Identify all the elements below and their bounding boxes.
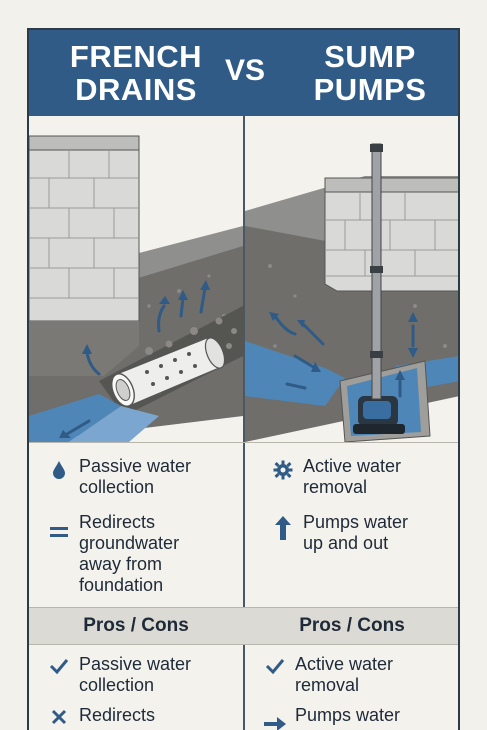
- feature-text: Active water: [303, 456, 402, 476]
- pros-cons-heading-right: Pros / Cons: [299, 615, 405, 636]
- feature-text: collection: [79, 477, 155, 497]
- french-drain-illustration: [29, 116, 243, 442]
- feature-text: Passive water: [79, 456, 192, 476]
- arrow-up-icon: [271, 512, 295, 540]
- feature-text: foundation: [79, 575, 164, 595]
- pros-cons-heading-left: Pros / Cons: [83, 615, 189, 636]
- feature-redirects-groundwater: Redirects groundwater away from foundati…: [47, 512, 179, 596]
- title-line: PUMPS: [313, 72, 427, 107]
- con-text: Redirects: [79, 705, 156, 725]
- feature-active-removal: Active water removal: [271, 456, 401, 498]
- con-text: Pumps water: [295, 705, 401, 725]
- feature-text: groundwater: [79, 533, 180, 553]
- feature-text: away from: [79, 554, 163, 574]
- section-divider: [29, 442, 458, 443]
- x-icon: [47, 705, 71, 725]
- feature-passive-collection: Passive water collection: [47, 456, 191, 498]
- pro-text: collection: [79, 675, 155, 695]
- checkmark-icon: [263, 654, 287, 674]
- feature-text: removal: [303, 477, 368, 497]
- feature-text: up and out: [303, 533, 389, 553]
- title-line: SUMP: [324, 39, 416, 74]
- arrow-right-icon: [263, 705, 287, 730]
- center-divider: [243, 116, 245, 730]
- water-drop-icon: [47, 456, 71, 480]
- french-drains-title: FRENCH DRAINS: [51, 40, 221, 106]
- checkmark-icon: [47, 654, 71, 674]
- gear-icon: [271, 456, 295, 480]
- equals-icon: [47, 512, 71, 538]
- sump-pumps-title: SUMP PUMPS: [285, 40, 455, 106]
- sump-pump-illustration: [245, 116, 458, 442]
- vs-label: VS: [224, 54, 266, 87]
- con-redirects: Redirects: [47, 705, 155, 726]
- pro-text: Passive water: [79, 654, 192, 674]
- comparison-poster: FRENCH DRAINS VS SUMP PUMPS: [27, 28, 460, 730]
- pro-text: Active water: [295, 654, 394, 674]
- feature-pumps-water: Pumps water up and out: [271, 512, 408, 554]
- feature-text: Redirects: [79, 512, 156, 532]
- title-line: FRENCH: [69, 39, 203, 74]
- pro-active-removal: Active water removal: [263, 654, 393, 696]
- pros-cons-band: [29, 607, 458, 645]
- header-banner: FRENCH DRAINS VS SUMP PUMPS: [29, 30, 458, 116]
- title-line: DRAINS: [75, 72, 197, 107]
- feature-text: Pumps water: [303, 512, 409, 532]
- con-pumps-water: Pumps water: [263, 705, 400, 730]
- pro-text: removal: [295, 675, 360, 695]
- pro-passive-collection: Passive water collection: [47, 654, 191, 696]
